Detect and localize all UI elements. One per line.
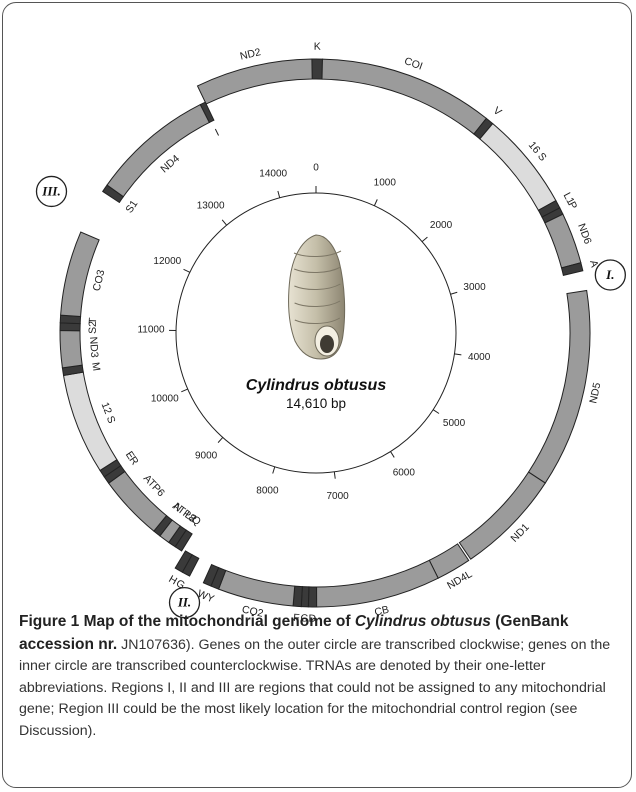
outer-gene-k [312,59,323,79]
tick-label-2000: 2000 [430,220,453,231]
outer-label-nd2: ND2 [239,46,262,63]
tick-label-8000: 8000 [256,485,279,496]
tick-14000 [278,191,280,198]
figure-caption: Figure 1 Map of the mitochondrial genome… [19,611,625,742]
outer-gene-d [308,587,316,607]
outer-gene-16-s [480,124,556,211]
inner-label-nd4: ND4 [158,152,182,175]
tick-label-1000: 1000 [374,178,397,189]
tick-13000 [222,220,226,225]
inner-label-i: I [213,127,221,139]
tick-6000 [391,452,395,458]
tick-4000 [454,354,461,355]
region-marker-iii: III. [36,176,66,206]
outer-gene-nd2 [197,59,312,104]
inner-label-m: M [89,361,102,371]
tick-2000 [422,237,427,242]
outer-gene-coi [322,59,486,134]
snail-shell-illustration [289,235,345,359]
tick-label-12000: 12000 [153,256,181,267]
inner-label-12-s: 12 S [99,401,118,425]
inner-gene-co3 [61,232,99,316]
tick-label-7000: 7000 [326,491,349,502]
tick-label-3000: 3000 [463,282,486,293]
tick-label-6000: 6000 [393,467,416,478]
tick-7000 [334,472,335,479]
caption-bold-prefix: Figure 1 Map of the mitochondrial genome… [19,613,355,630]
inner-gene-nd3 [60,331,82,368]
inner-label-nd3: ND3 [87,336,100,358]
region-marker-label: III. [41,183,60,198]
inner-label-co3: CO3 [91,268,108,292]
center-area: Cylindrus obtusus 14,610 bp [246,235,387,411]
region-marker-label: II. [177,595,191,610]
tick-1000 [374,199,377,205]
outer-label-k: K [314,41,321,53]
outer-gene-cb [317,560,439,607]
inner-gene-nd4 [107,105,209,197]
outer-label-coi: COI [403,55,425,73]
tick-label-13000: 13000 [197,201,225,212]
organism-name: Cylindrus obtusus [246,377,387,394]
shell-opening [320,335,334,353]
outer-gene-nd1 [459,472,545,559]
outer-gene-nd5 [529,290,590,483]
outer-label-v: V [491,105,504,119]
outer-label-nd5: ND5 [587,381,603,404]
tick-12000 [184,269,190,272]
tick-label-5000: 5000 [443,418,466,429]
tick-3000 [451,292,458,294]
region-marker-i: I. [595,260,625,290]
region-marker-label: I. [605,267,614,282]
genome-length: 14,610 bp [286,396,346,411]
outer-gene-nd6 [545,214,581,268]
inner-label-s1: S1 [123,198,140,216]
tick-label-4000: 4000 [468,352,491,363]
tick-label-10000: 10000 [151,394,179,405]
tick-5000 [433,410,439,414]
outer-label-nd6: ND6 [575,222,594,246]
tick-10000 [181,389,187,392]
tick-8000 [273,467,275,474]
tick-label-11000: 11000 [137,325,165,336]
tick-label-14000: 14000 [259,168,287,179]
tick-label-9000: 9000 [195,451,218,462]
inner-label-t: T [87,317,99,325]
inner-gene-s2 [60,323,80,331]
genome-map: 0 1000 2000 3000 4000 5000 6000 7000 8000 9000 100… [3,3,632,703]
outer-gene-co2 [219,570,295,606]
tick-9000 [218,437,223,442]
outer-label-16-s: 16 S [526,139,549,163]
caption-species: Cylindrus obtusus [355,613,491,630]
tick-label-0: 0 [313,163,319,174]
